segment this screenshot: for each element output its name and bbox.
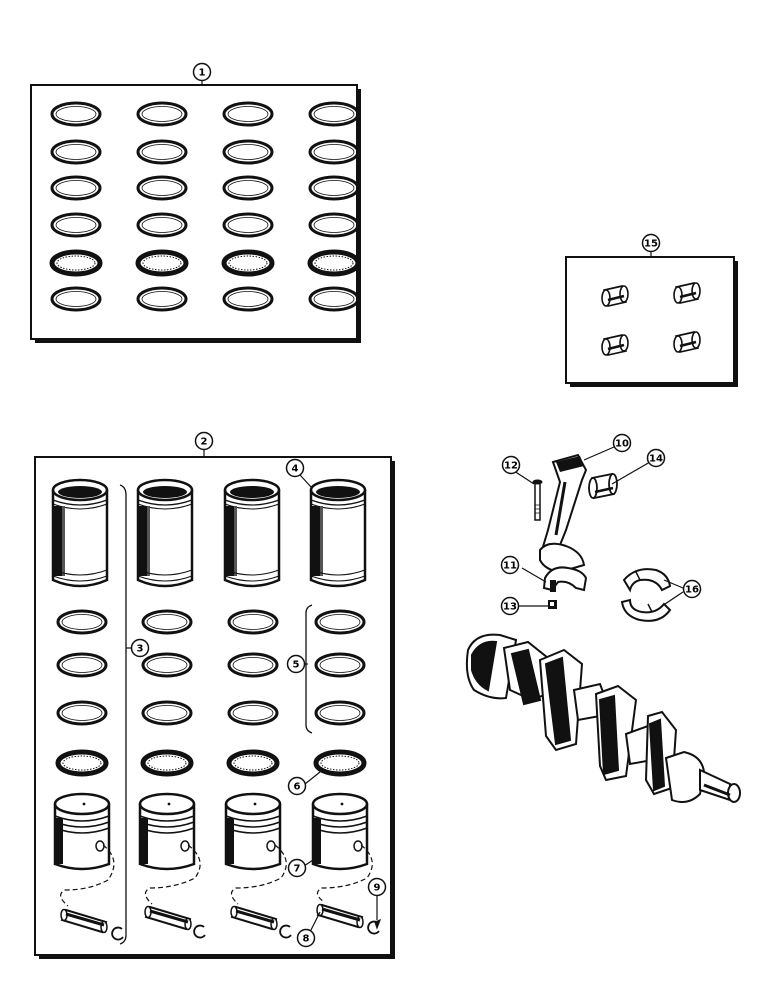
callout-2-label: 2 [201,437,208,448]
callout-9-label: 9 [374,883,381,894]
callout-4-label: 4 [292,464,299,475]
callout-14: 14 [646,448,666,468]
callout-4: 4 [285,458,305,478]
callout-13-label: 13 [503,602,517,613]
callout-12: 12 [501,455,521,475]
callout-leaders [126,80,684,937]
callout-10: 10 [612,433,632,453]
callout-16: 16 [682,579,702,599]
bushing [600,333,630,357]
callout-14-label: 14 [649,454,663,465]
callout-15-label: 15 [644,239,658,250]
callout-15: 15 [641,233,661,253]
bushing-kit-panel [565,256,738,387]
rod-cap [542,566,588,592]
callout-7-label: 7 [294,864,301,875]
callout-6: 6 [287,776,307,796]
crankshaft [465,633,741,803]
bushing-kit-panel-frame [565,256,735,384]
ring-sets-panel [30,84,361,343]
callout-7: 7 [287,858,307,878]
callout-10-label: 10 [615,439,629,450]
callout-5-label: 5 [293,660,300,671]
callout-11: 11 [500,555,520,575]
callout-3-label: 3 [137,644,144,655]
rod-bearing-shells [620,568,672,622]
rod-bolt [532,479,543,521]
callout-16-label: 16 [685,585,699,596]
callout-2: 2 [194,431,214,451]
callout-13: 13 [500,596,520,616]
pin-leader-lines [60,844,373,907]
connecting-rod [539,453,588,574]
group-brackets [119,484,313,945]
callout-8-label: 8 [303,934,310,945]
callout-9: 9 [367,877,387,897]
callout-6-label: 6 [294,782,301,793]
sleeve-kit-panel [34,456,395,959]
rod-nut [548,600,557,609]
callout-1: 1 [192,62,212,82]
connecting-rod-assembly [532,453,672,622]
bushing [672,330,702,354]
rod-bushing [588,472,618,500]
bushing [672,281,702,305]
callout-12-label: 12 [504,461,518,472]
callout-5: 5 [286,654,306,674]
callout-8: 8 [296,928,316,948]
callout-3: 3 [130,638,150,658]
callout-1-label: 1 [199,68,206,79]
bushing [600,284,630,308]
callout-11-label: 11 [503,561,517,572]
ring-sets-panel-frame [30,84,358,340]
